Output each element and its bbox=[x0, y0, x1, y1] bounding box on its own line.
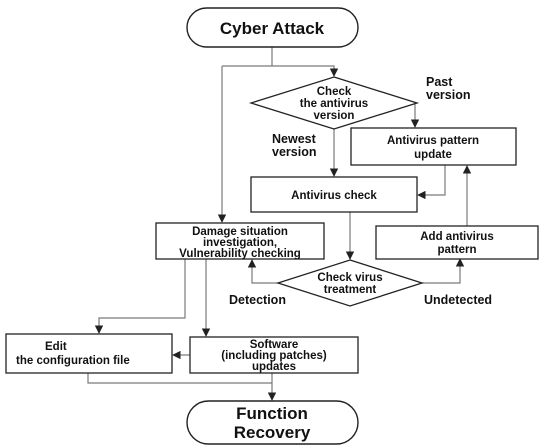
check-version-label-2: the antivirus bbox=[300, 98, 368, 110]
node-edit-configuration-file: Edit the configuration file bbox=[5, 333, 173, 374]
node-antivirus-pattern-update: Antivirus pattern update bbox=[350, 127, 517, 166]
edge-split-to-check-version bbox=[222, 65, 339, 77]
edit-config-label-2: the configuration file bbox=[16, 355, 130, 367]
check-version-label-3: version bbox=[314, 110, 355, 122]
node-add-antivirus-pattern: Add antivirus pattern bbox=[375, 225, 539, 260]
node-damage-investigation: Damage situation investigation, Vulnerab… bbox=[155, 222, 325, 260]
edge-labels: Past version Newest version Detection Un… bbox=[229, 75, 492, 307]
detection-label: Detection bbox=[229, 293, 286, 307]
antivirus-check-label: Antivirus check bbox=[291, 190, 377, 202]
edge-edit-to-merge bbox=[87, 373, 272, 384]
edge-detection bbox=[247, 259, 280, 284]
edge-damage-to-edit bbox=[94, 259, 186, 334]
node-antivirus-check: Antivirus check bbox=[250, 176, 418, 213]
treatment-label-1: Check virus bbox=[317, 272, 382, 284]
function-recovery-label-1: Function bbox=[236, 404, 308, 423]
node-check-virus-treatment: Check virus treatment bbox=[275, 259, 425, 307]
software-label-3: updates bbox=[252, 361, 296, 373]
check-version-label-1: Check bbox=[317, 86, 352, 98]
damage-label-2: investigation, bbox=[203, 237, 277, 249]
software-label-2: (including patches) bbox=[221, 350, 327, 362]
node-check-antivirus-version: Check the antivirus version bbox=[248, 76, 420, 130]
pattern-update-label-1: Antivirus pattern bbox=[387, 135, 479, 147]
damage-label-1: Damage situation bbox=[192, 226, 288, 238]
newest-version-label-1: Newest bbox=[272, 132, 317, 146]
pattern-update-label-2: update bbox=[414, 149, 452, 161]
function-recovery-label-2: Recovery bbox=[234, 423, 311, 442]
software-label-1: Software bbox=[250, 339, 299, 351]
node-cyber-attack: Cyber Attack bbox=[186, 7, 359, 48]
add-pattern-label-2: pattern bbox=[438, 244, 477, 256]
edit-config-label-1: Edit bbox=[45, 341, 67, 353]
cyber-attack-label: Cyber Attack bbox=[220, 19, 325, 38]
undetected-label: Undetected bbox=[424, 293, 492, 307]
treatment-label-2: treatment bbox=[324, 284, 377, 296]
edge-undetected bbox=[422, 258, 465, 284]
edges bbox=[87, 47, 472, 401]
past-version-label-2: version bbox=[426, 88, 470, 102]
damage-label-3: Vulnerability checking bbox=[179, 248, 301, 260]
node-software-updates: Software (including patches) updates bbox=[189, 336, 359, 374]
edge-pattern-update-to-check bbox=[417, 165, 446, 200]
past-version-label-1: Past bbox=[426, 75, 453, 89]
add-pattern-label-1: Add antivirus bbox=[420, 231, 493, 243]
newest-version-label-2: version bbox=[272, 145, 316, 159]
node-function-recovery: Function Recovery bbox=[186, 400, 359, 445]
